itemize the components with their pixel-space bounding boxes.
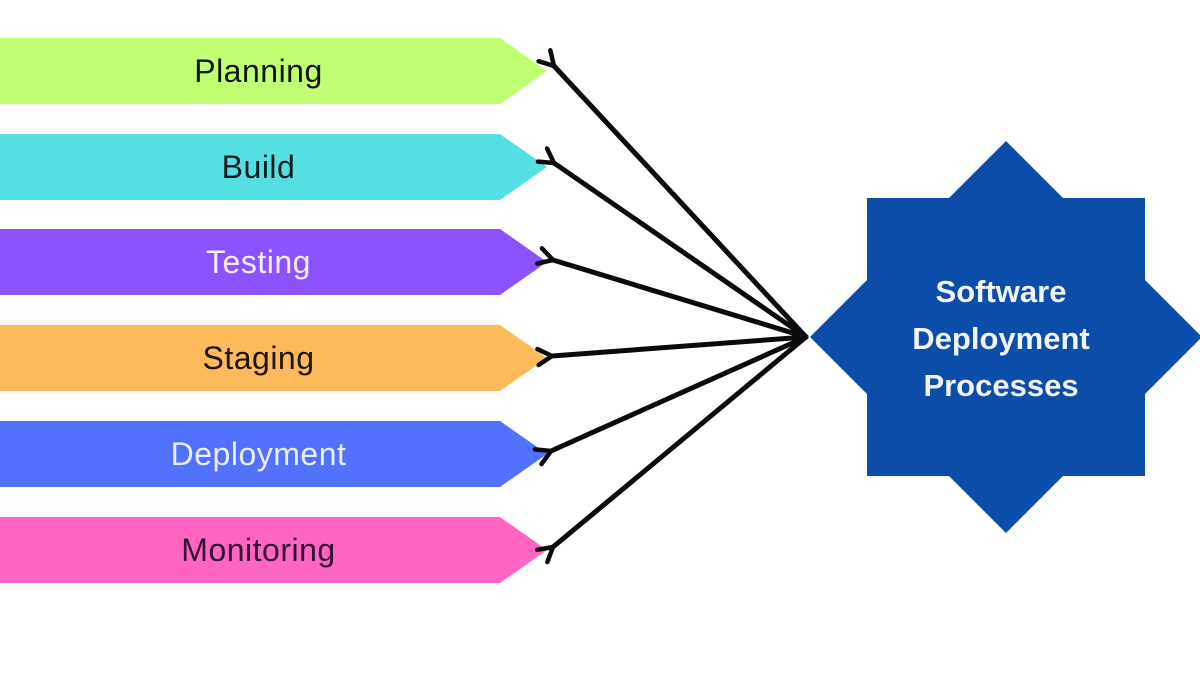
star-label-line-1: Software xyxy=(935,274,1067,309)
banner-planning-label: Planning xyxy=(194,52,323,89)
banner-deployment-label: Deployment xyxy=(170,435,347,472)
banner-monitoring-label: Monitoring xyxy=(181,531,336,568)
arrow-to-build xyxy=(535,146,809,340)
star-label-line-2: Deployment xyxy=(912,321,1090,356)
arrow-to-deployment xyxy=(532,334,809,467)
banner-deployment: Deployment xyxy=(0,421,547,487)
banner-build: Build xyxy=(0,134,547,200)
banner-planning: Planning xyxy=(0,38,547,104)
arrow-to-monitoring xyxy=(534,334,809,565)
banner-testing: Testing xyxy=(0,229,547,295)
banner-staging-label: Staging xyxy=(202,339,315,376)
star-label-line-3: Processes xyxy=(923,368,1079,403)
arrow-to-testing xyxy=(535,246,809,340)
banner-monitoring: Monitoring xyxy=(0,517,547,583)
banner-testing-label: Testing xyxy=(206,243,311,280)
banner-build-label: Build xyxy=(221,148,296,185)
banner-staging: Staging xyxy=(0,325,547,391)
star-label: Software Deployment Processes xyxy=(866,268,1136,409)
arrow-to-planning xyxy=(536,48,809,340)
arrow-to-staging xyxy=(535,334,809,368)
